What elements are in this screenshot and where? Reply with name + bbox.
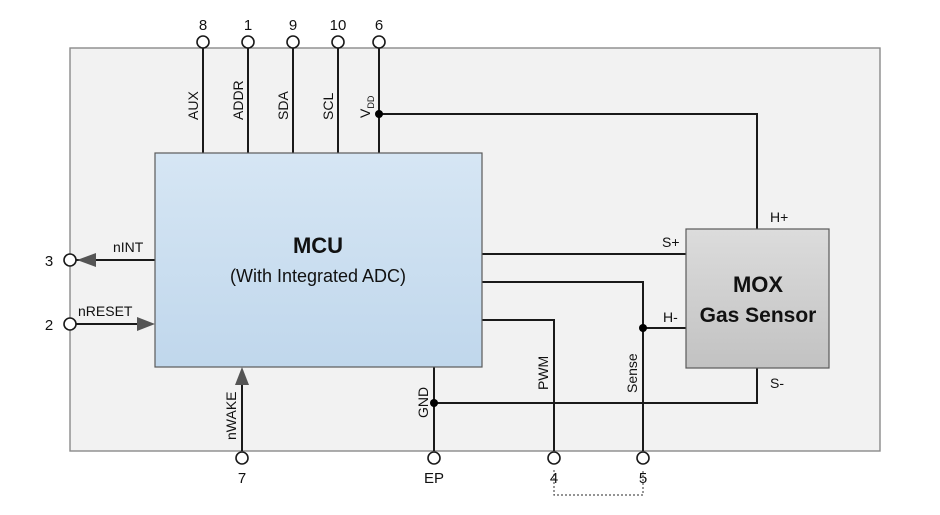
h-plus-label: H+ — [770, 209, 788, 225]
sense-label: Sense — [624, 353, 640, 393]
pin-1-number: 1 — [244, 17, 252, 34]
pin-5-terminal — [636, 451, 650, 465]
pin-2-terminal — [63, 317, 77, 331]
pin-8-number: 8 — [199, 17, 207, 34]
pwm-label: PWM — [535, 356, 551, 390]
pin-6-number: 6 — [375, 17, 383, 34]
pin-4-terminal — [547, 451, 561, 465]
h-minus-label: H- — [663, 309, 678, 325]
pin-2-number: 2 — [45, 317, 53, 334]
vdd-label: VDD — [357, 95, 376, 118]
nwake-label: nWAKE — [223, 392, 239, 441]
nwake-arrow — [235, 367, 249, 385]
mcu-block: MCU (With Integrated ADC) — [154, 152, 483, 368]
pin-8-terminal — [196, 35, 210, 49]
pin-10-terminal — [331, 35, 345, 49]
pin-10-number: 10 — [330, 17, 347, 34]
mcu-subtitle: (With Integrated ADC) — [230, 266, 406, 286]
vdd-label-main: V — [357, 108, 373, 118]
s-minus-label: S- — [770, 375, 784, 391]
pin-3-number: 3 — [45, 253, 53, 270]
nreset-arrow — [137, 317, 155, 331]
pin-7-number: 7 — [238, 470, 246, 487]
aux-label: AUX — [185, 91, 201, 120]
pin-7-terminal — [235, 451, 249, 465]
pin-4-number: 4 — [550, 470, 558, 487]
pin-6-terminal — [372, 35, 386, 49]
nreset-label: nRESET — [78, 303, 133, 319]
pin-1-terminal — [241, 35, 255, 49]
sense-junction — [639, 324, 647, 332]
vdd-label-subscript: DD — [366, 95, 376, 108]
nint-label: nINT — [113, 239, 144, 255]
pin-9-terminal — [286, 35, 300, 49]
sda-label: SDA — [275, 91, 291, 120]
sensor-title: MOX — [733, 272, 783, 297]
pin-ep-terminal — [427, 451, 441, 465]
pin-ep-number: EP — [424, 470, 444, 487]
mox-sensor-block: MOX Gas Sensor — [685, 228, 830, 369]
sensor-subtitle: Gas Sensor — [700, 304, 817, 327]
s-plus-label: S+ — [662, 234, 680, 250]
nint-arrow — [77, 253, 96, 267]
mcu-title: MCU — [293, 233, 343, 258]
pin-9-number: 9 — [289, 17, 297, 34]
pin-5-number: 5 — [639, 470, 647, 487]
gnd-junction — [430, 399, 438, 407]
vdd-junction — [375, 110, 383, 118]
gnd-label: GND — [415, 387, 431, 418]
wires — [70, 48, 758, 496]
addr-label: ADDR — [230, 80, 246, 120]
pin-3-terminal — [63, 253, 77, 267]
scl-label: SCL — [320, 93, 336, 120]
